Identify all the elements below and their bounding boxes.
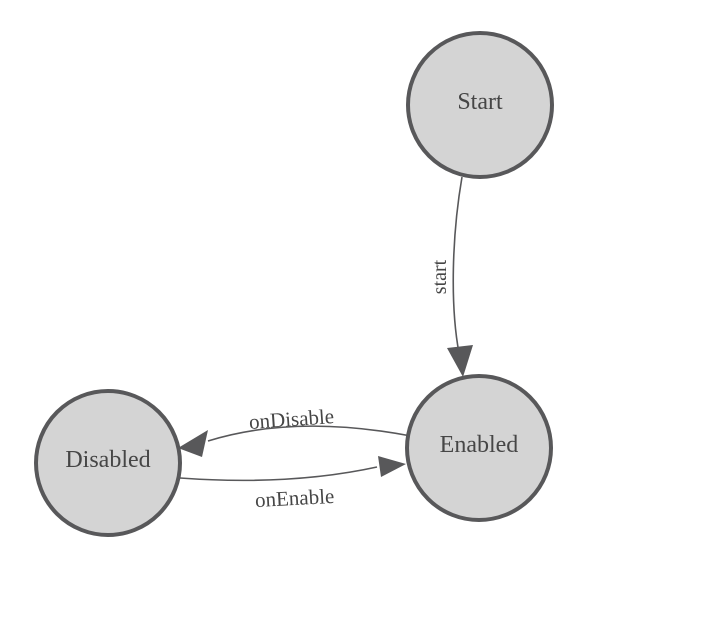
state-node-enabled[interactable]: Enabled (405, 374, 553, 522)
edge-label-onenable: onEnable (254, 484, 334, 512)
edge-line-start (452, 176, 463, 354)
edge-label-start: start (429, 259, 451, 294)
state-circle-disabled[interactable] (34, 389, 182, 537)
edge-disabled-to-enabled: onEnable (179, 456, 406, 512)
edge-line-ondisable (207, 425, 412, 442)
state-label-disabled: Disabled (65, 447, 150, 473)
state-circle-start[interactable] (406, 31, 554, 179)
edge-line-onenable (179, 466, 378, 482)
state-node-disabled[interactable]: Disabled (34, 389, 182, 537)
state-label-start: Start (457, 89, 503, 115)
edge-start-to-enabled: start (429, 176, 473, 377)
arrowhead-icon (378, 456, 406, 477)
state-node-start[interactable]: Start (406, 31, 554, 179)
state-circle-enabled[interactable] (405, 374, 553, 522)
edge-label-ondisable: onDisable (248, 404, 335, 434)
edge-enabled-to-disabled: onDisable (178, 404, 412, 457)
arrowhead-icon (178, 430, 208, 457)
arrowhead-icon (447, 345, 473, 377)
state-label-enabled: Enabled (440, 432, 519, 458)
